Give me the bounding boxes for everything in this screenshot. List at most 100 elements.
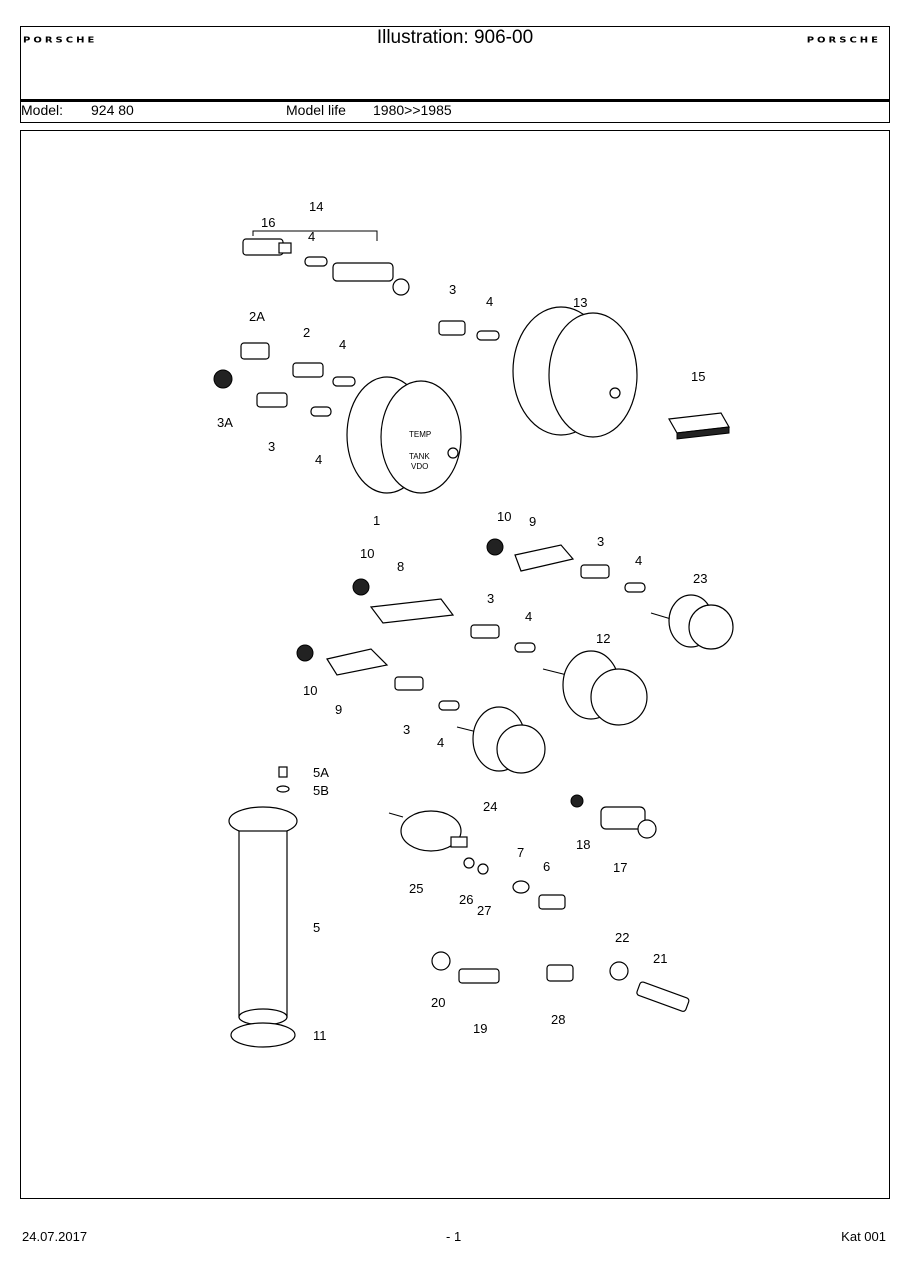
- socket-3-b: [256, 392, 288, 408]
- switch-19: [458, 968, 500, 984]
- callout-10: 10: [360, 546, 374, 561]
- bulb-4-f: [514, 642, 536, 653]
- switch-15: [668, 412, 730, 440]
- bulb-4-g: [438, 700, 460, 711]
- gauge-24: [456, 706, 546, 774]
- sender-25: [388, 810, 468, 852]
- bulb-4-e: [624, 582, 646, 593]
- callout-4: 4: [525, 609, 532, 624]
- socket-3-c: [580, 564, 610, 579]
- callout-22: 22: [615, 930, 629, 945]
- bracket-9-a: [514, 544, 575, 572]
- bracket-8: [369, 598, 455, 624]
- callout-7: 7: [517, 845, 524, 860]
- porsche-logo-left: PORSCHE: [23, 36, 98, 45]
- callout-3: 3: [403, 722, 410, 737]
- callout-26: 26: [459, 892, 473, 907]
- nut-10-c: [296, 644, 314, 662]
- callout-19: 19: [473, 1021, 487, 1036]
- callout-4: 4: [308, 229, 315, 244]
- footer-page-number: - 1: [446, 1229, 462, 1244]
- callout-20: 20: [431, 995, 445, 1010]
- illustration-title: Illustration: 906-00: [376, 27, 534, 48]
- exploded-parts-diagram: TEMP TANK VDO: [213, 199, 734, 1048]
- callout-9: 9: [529, 514, 536, 529]
- callout-5a: 5A: [313, 765, 329, 780]
- callout-9: 9: [335, 702, 342, 717]
- bulb-4-d: [310, 406, 332, 417]
- footer-date: 24.07.2017: [22, 1229, 88, 1244]
- screw-5a: [278, 766, 288, 778]
- callout-3: 3: [268, 439, 275, 454]
- lamp-18: [570, 794, 584, 808]
- callout-5b: 5B: [313, 783, 329, 798]
- callout-3: 3: [487, 591, 494, 606]
- sensor-21: [636, 981, 690, 1012]
- callout-25: 25: [409, 881, 423, 896]
- callout-4: 4: [635, 553, 642, 568]
- bulb-4-a: [304, 256, 328, 267]
- callout-27: 27: [477, 903, 491, 918]
- callout-10: 10: [497, 509, 511, 524]
- socket-3-e: [394, 676, 424, 691]
- callout-4: 4: [437, 735, 444, 750]
- callout-3a: 3A: [217, 415, 233, 430]
- bulb-4-c: [332, 376, 356, 387]
- nut-10-a: [486, 538, 504, 556]
- callout-16: 16: [261, 215, 275, 230]
- socket-2: [292, 362, 324, 378]
- gauge-12: [542, 650, 648, 726]
- callout-17: 17: [613, 860, 627, 875]
- socket-3-d: [470, 624, 500, 639]
- callout-21: 21: [653, 951, 667, 966]
- callout-3: 3: [449, 282, 456, 297]
- callout-12: 12: [596, 631, 610, 646]
- gauge-13-clock: [512, 306, 638, 438]
- callout-4: 4: [315, 452, 322, 467]
- footer-catalog: Kat 001: [841, 1229, 886, 1244]
- porsche-logo-right: PORSCHE: [806, 36, 881, 45]
- callout-18: 18: [576, 837, 590, 852]
- fuel-sender-tube-5: [228, 806, 298, 1048]
- washer-26: [463, 857, 475, 869]
- parts-diagram-frame: TEMP TANK VDO: [20, 130, 890, 1199]
- callout-15: 15: [691, 369, 705, 384]
- callout-10: 10: [303, 683, 317, 698]
- callout-28: 28: [551, 1012, 565, 1027]
- bracket-14: [252, 230, 378, 241]
- washer-5b: [276, 785, 290, 793]
- callout-5: 5: [313, 920, 320, 935]
- gauge-label-tank: TANK: [409, 452, 430, 461]
- connector-16: [242, 238, 292, 256]
- callout-2a: 2A: [249, 309, 265, 324]
- seal-22: [609, 961, 629, 981]
- callout-8: 8: [397, 559, 404, 574]
- callout-11: 11: [313, 1028, 327, 1043]
- nut-27: [477, 863, 489, 875]
- callout-14: 14: [309, 199, 323, 214]
- gauge-1-combi: TEMP TANK VDO: [346, 376, 462, 494]
- bulb-4-b: [476, 330, 500, 341]
- switch-28: [546, 964, 574, 982]
- header-frame: PORSCHE Illustration: 906-00 PORSCHE Mod…: [20, 26, 890, 123]
- callout-4: 4: [339, 337, 346, 352]
- gauge-label-vdo: VDO: [411, 462, 428, 471]
- socket-2a: [240, 342, 270, 360]
- callout-13: 13: [573, 295, 587, 310]
- seal-7: [512, 880, 530, 894]
- callout-4: 4: [486, 294, 493, 309]
- callout-3: 3: [597, 534, 604, 549]
- cap-3a: [213, 369, 233, 389]
- gauge-label-temp: TEMP: [409, 430, 431, 439]
- bracket-9-b: [326, 648, 389, 676]
- socket-3-a: [438, 320, 466, 336]
- socket-17: [600, 806, 657, 839]
- callout-2: 2: [303, 325, 310, 340]
- callout-1: 1: [373, 513, 380, 528]
- socket-14: [332, 262, 410, 296]
- model-life-label: Model life: [286, 102, 346, 118]
- gauge-23: [650, 594, 734, 650]
- model-label: Model:: [21, 102, 64, 118]
- model-value: 924 80: [91, 102, 134, 118]
